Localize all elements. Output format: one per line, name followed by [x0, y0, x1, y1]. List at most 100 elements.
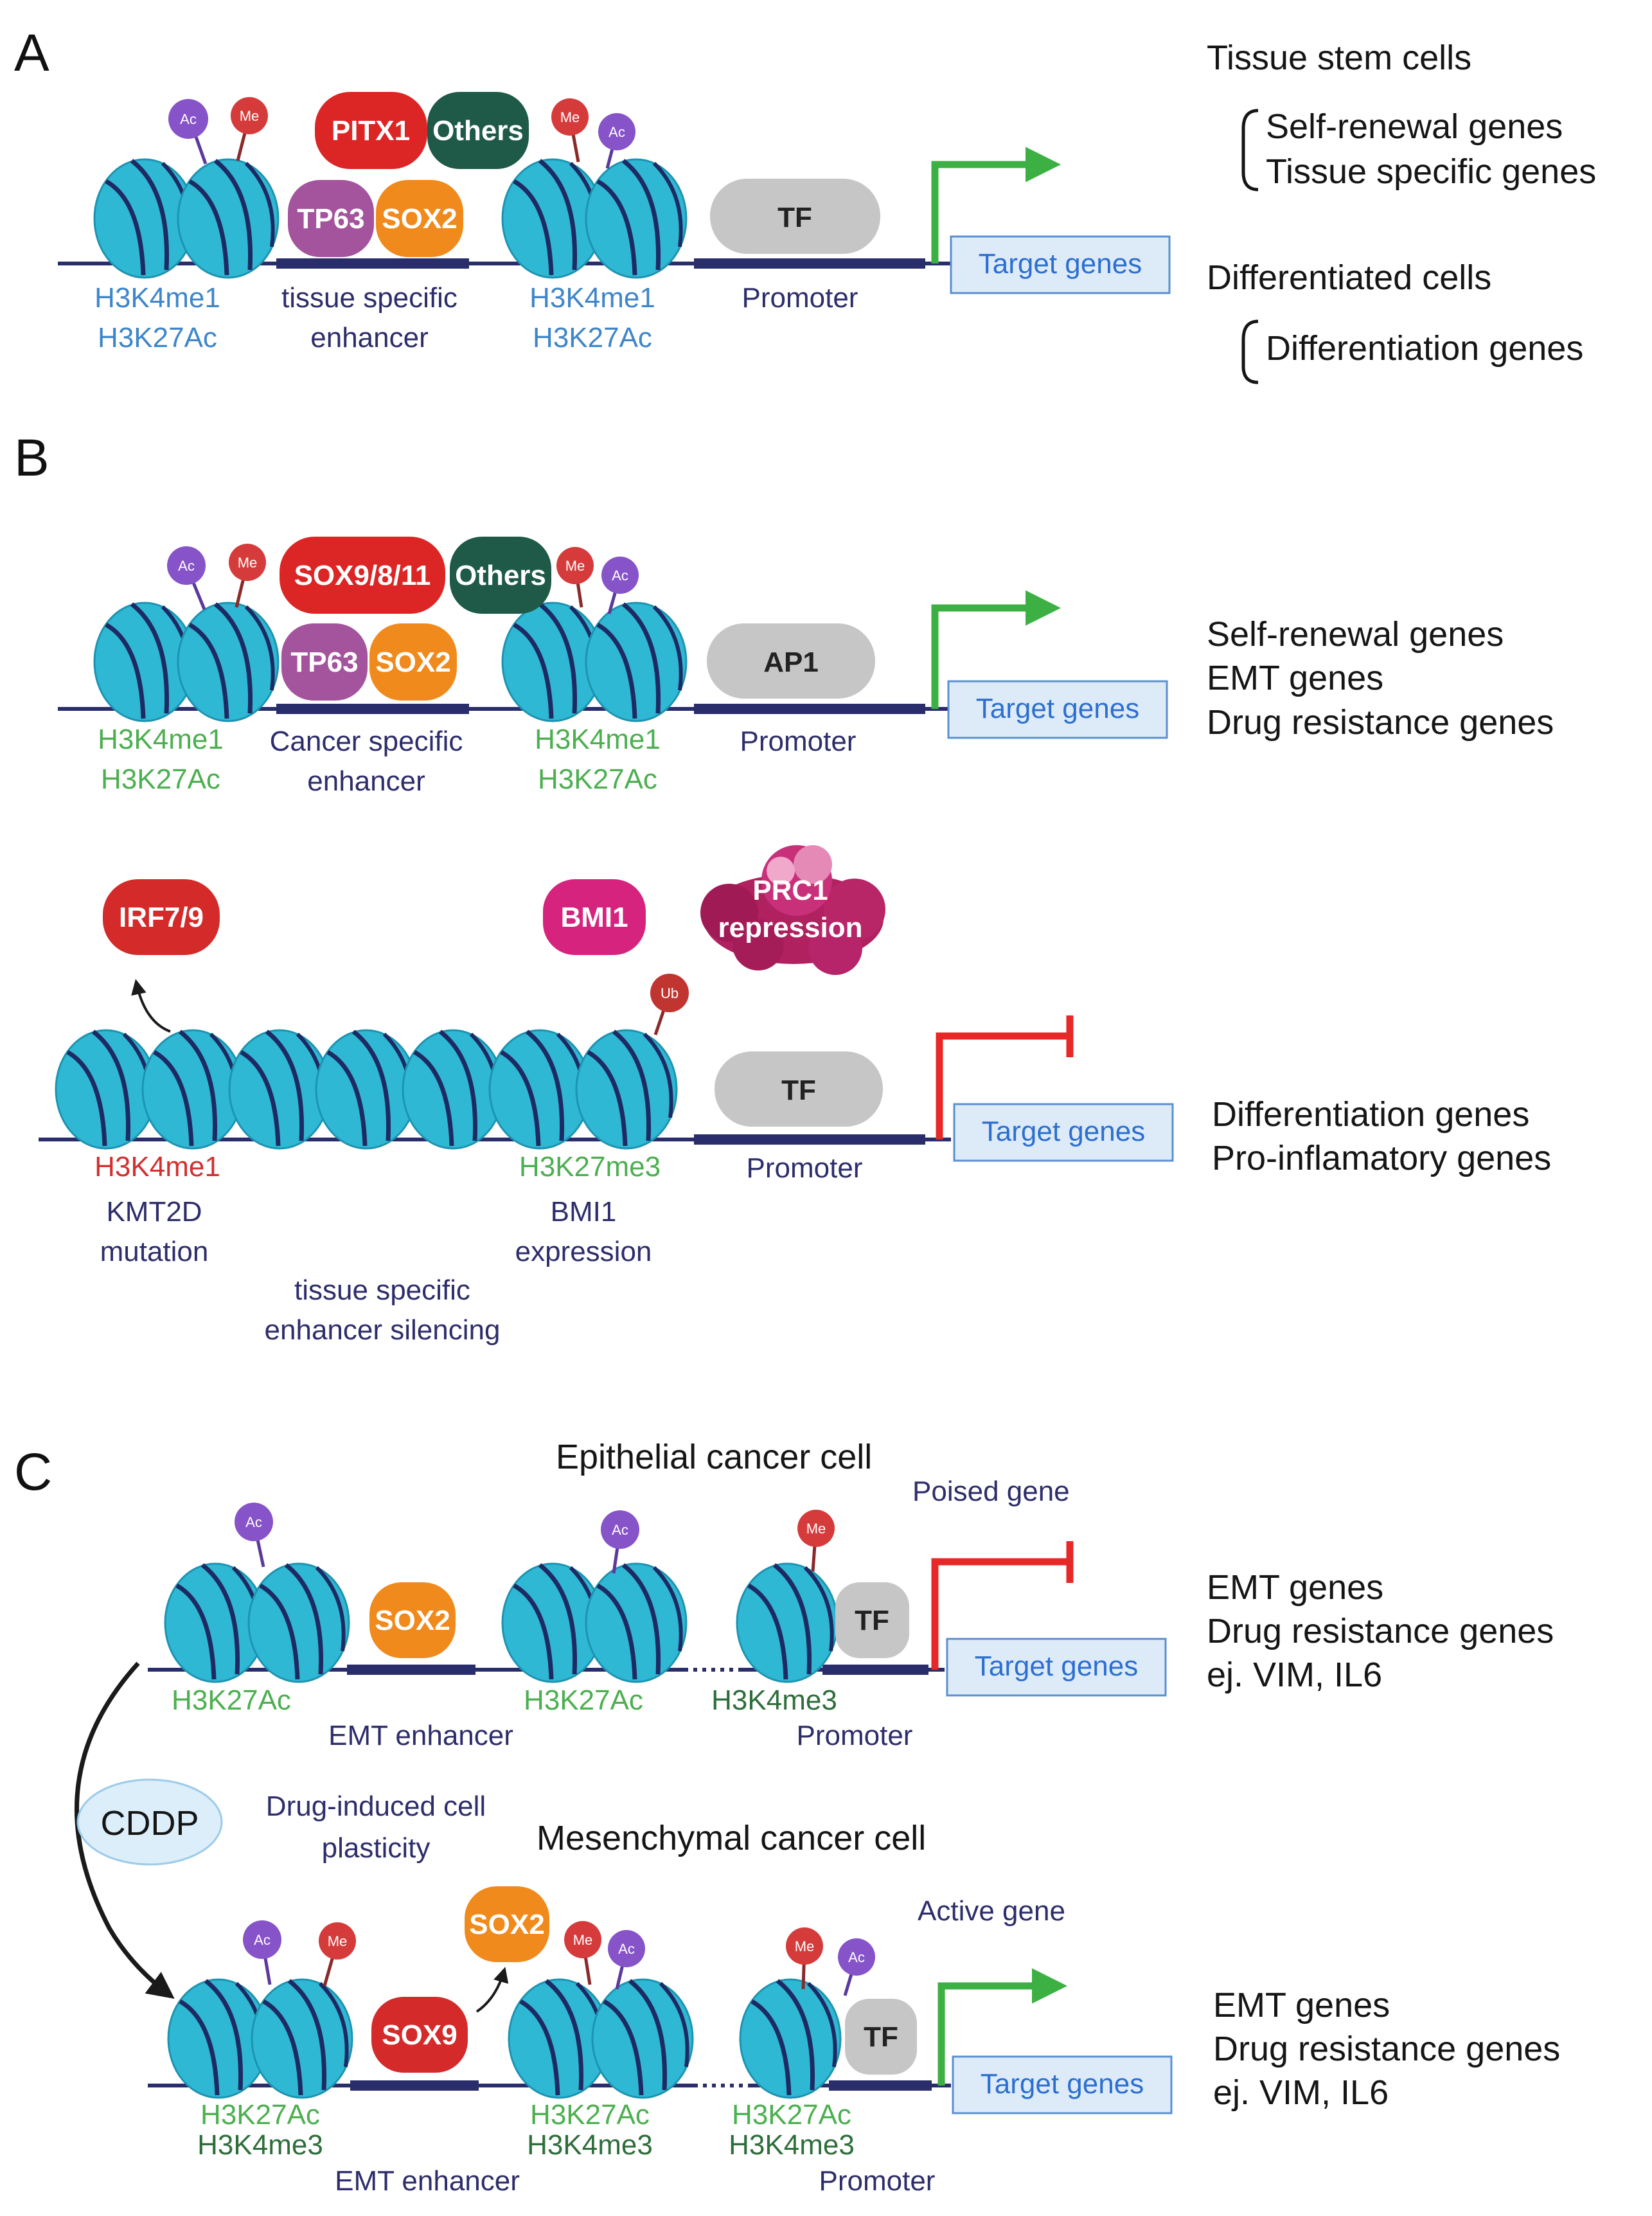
- gene-label: Self-renewal genes: [1266, 107, 1563, 146]
- mark-label: H3K4me3: [729, 2129, 855, 2161]
- gene-label: Differentiation genes: [1212, 1095, 1529, 1134]
- acetyl-mark: [608, 1930, 645, 1967]
- tf-label: TF: [864, 2021, 898, 2053]
- acetyl-label: Ac: [612, 1522, 628, 1538]
- mark-label: H3K27Ac: [538, 764, 657, 795]
- acetyl-mark: [601, 557, 639, 594]
- sox2-label: SOX2: [375, 647, 450, 678]
- methyl-mark: [564, 1921, 601, 1958]
- gene-label: EMT genes: [1207, 1568, 1383, 1607]
- acetyl-label: Ac: [612, 567, 628, 584]
- mark-label: H3K27Ac: [172, 1684, 291, 1716]
- acetyl-mark: [243, 1920, 281, 1959]
- tf-pill: [710, 179, 880, 254]
- mark-label: H3K27Ac: [200, 2099, 320, 2131]
- others-label: Others: [432, 115, 524, 147]
- methyl-mark: [797, 1510, 835, 1547]
- bmi1-pill: [543, 879, 646, 955]
- target-genes-label: Target genes: [979, 248, 1142, 280]
- gene-label: Drug resistance genes: [1207, 1612, 1554, 1650]
- sox9-label: SOX9: [382, 2019, 457, 2051]
- mark-label: H3K4me3: [711, 1684, 837, 1716]
- release-arrow: [475, 1967, 509, 2013]
- target-genes-box: [950, 235, 1171, 294]
- gene-label: Differentiation genes: [1266, 329, 1583, 368]
- promoter-label: Promoter: [740, 726, 857, 757]
- nucleosome: [178, 603, 278, 721]
- nucleosome: [403, 1030, 503, 1148]
- acetyl-mark: [838, 1938, 875, 1976]
- acetyl-mark: [601, 1510, 639, 1549]
- nucleosome: [576, 1030, 677, 1148]
- bracket: [1241, 319, 1259, 384]
- emt-enhancer-label: EMT enhancer: [328, 1720, 513, 1751]
- sox2-label: SOX2: [382, 203, 457, 235]
- bmi1-label: BMI1: [560, 902, 628, 933]
- nucleosome: [252, 1979, 352, 2098]
- sox2-pill: [369, 623, 457, 701]
- repressed-transcription-arrow: [936, 1015, 1074, 1139]
- methyl-label: Me: [806, 1521, 826, 1537]
- repressed-transcription-arrow: [931, 1541, 1074, 1670]
- sox9-label: SOX9/8/11: [294, 560, 431, 591]
- panel-c: C Epithelial cancer cell Poised gene Ac …: [14, 1438, 1560, 2197]
- tf-label: TF: [781, 1075, 816, 1106]
- others-label: Others: [455, 560, 546, 591]
- tf-pill: [715, 1051, 883, 1127]
- target-genes-box: [953, 1103, 1174, 1162]
- mark-label: H3K4me1: [535, 724, 661, 755]
- irf79-pill: [103, 879, 220, 955]
- acetyl-label: Ac: [618, 1941, 635, 1957]
- prc1-repression-label: repression: [718, 912, 863, 943]
- active-transcription-arrow: [931, 590, 1061, 709]
- target-genes-label: Target genes: [982, 1116, 1145, 1147]
- gene-label: ej. VIM, IL6: [1207, 1656, 1382, 1694]
- active-transcription-arrow: [931, 147, 1061, 264]
- sox9-pill: [371, 1997, 468, 2073]
- nucleosome: [592, 1979, 693, 2098]
- promoter-label: Promoter: [797, 1720, 913, 1751]
- tp63-label: TP63: [297, 203, 364, 235]
- nucleosome: [316, 1030, 416, 1148]
- release-arrow: [131, 979, 171, 1033]
- methyl-label: Me: [573, 1932, 593, 1948]
- mark-label: H3K27Ac: [530, 2099, 650, 2131]
- tf-label: TF: [855, 1605, 889, 1636]
- acetyl-mark: [168, 99, 208, 139]
- mark-label: H3K27Ac: [101, 764, 220, 795]
- gene-label: Tissue specific genes: [1266, 152, 1596, 191]
- nucleosome: [56, 1030, 156, 1148]
- sox2-pill: [376, 180, 463, 257]
- promoter-label: Promoter: [819, 2165, 936, 2197]
- gene-label: ej. VIM, IL6: [1213, 2073, 1389, 2112]
- kmt2d-label: KMT2D: [106, 1196, 202, 1228]
- acetyl-label: Ac: [848, 1949, 865, 1965]
- acetyl-label: Ac: [245, 1514, 262, 1530]
- stem-cells-title: Tissue stem cells: [1207, 39, 1471, 77]
- sox2-label: SOX2: [469, 1909, 544, 1940]
- cddp-drug: [76, 1778, 223, 1866]
- gene-label: Drug resistance genes: [1207, 703, 1554, 742]
- gene-label: Self-renewal genes: [1207, 615, 1504, 654]
- gene-label: EMT genes: [1213, 1986, 1390, 2024]
- acetyl-label: Ac: [178, 558, 195, 574]
- emt-enhancer-label: EMT enhancer: [335, 2165, 520, 2197]
- enhancer-label: enhancer: [307, 765, 425, 797]
- prc1-complex: [700, 845, 885, 975]
- mark-label: H3K4me1: [94, 1151, 220, 1183]
- methyl-label: Me: [560, 109, 580, 125]
- acetyl-label: Ac: [180, 111, 197, 127]
- target-genes-label: Target genes: [975, 1650, 1138, 1682]
- target-genes-box: [947, 680, 1168, 739]
- mark-label: H3K4me3: [527, 2129, 653, 2161]
- panel-b: B Ac Me Me Ac SOX9/8/11 Others TP63 SOX2…: [14, 429, 1554, 1346]
- poised-gene-label: Poised gene: [912, 1476, 1070, 1507]
- gene-label: Pro-inflamatory genes: [1212, 1139, 1551, 1177]
- nucleosome: [178, 159, 278, 278]
- nucleosome: [490, 1030, 590, 1148]
- acetyl-mark: [598, 113, 635, 150]
- others-pill: [450, 537, 551, 614]
- acetyl-mark: [235, 1503, 273, 1541]
- ubiquitin-label: Ub: [661, 985, 679, 1001]
- plasticity-label: plasticity: [322, 1832, 431, 1864]
